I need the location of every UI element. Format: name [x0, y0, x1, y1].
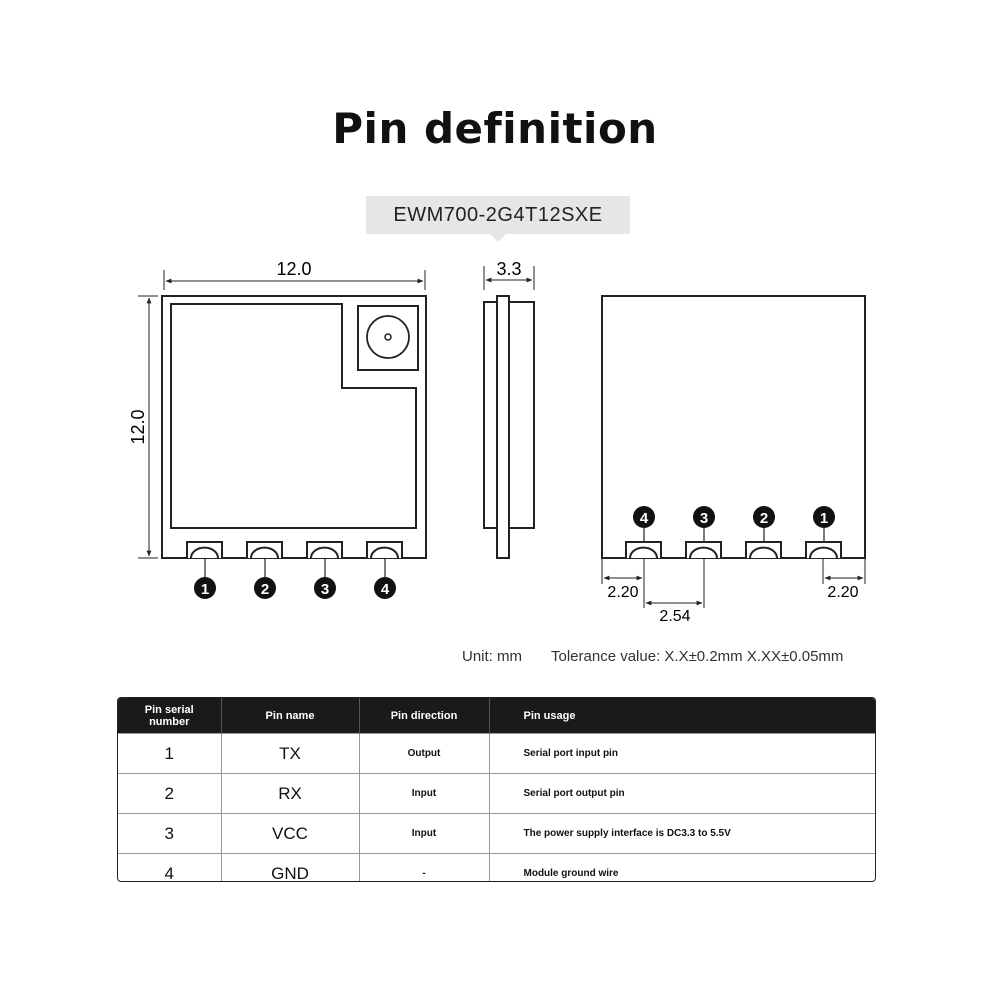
pin-marker: 4 [381, 581, 390, 598]
unit-note: Unit: mm [462, 648, 522, 665]
cell-pin-direction: Input [359, 773, 490, 814]
pin-markers-back: 4 3 2 1 [633, 506, 835, 542]
header-pin-name: Pin name [221, 698, 360, 734]
pin-marker: 2 [261, 581, 269, 598]
side-view: 3.3 [483, 259, 535, 559]
pin-marker: 3 [321, 581, 329, 598]
header-pin-direction: Pin direction [359, 698, 490, 734]
dim-edge-left: 2.20 [607, 584, 638, 601]
dim-side-thickness: 3.3 [496, 259, 521, 279]
cell-pin-number: 1 [118, 733, 222, 774]
cell-pin-usage: Serial port output pin [489, 773, 875, 814]
shield-can [170, 303, 417, 529]
cell-pin-number: 4 [118, 853, 222, 881]
page-title: Pin definition [332, 104, 658, 153]
cell-pin-name: TX [221, 733, 360, 774]
pin-marker: 3 [700, 510, 708, 527]
dim-edge-right: 2.20 [827, 584, 858, 601]
pin-marker: 2 [760, 510, 768, 527]
dim-top-height: 12.0 [128, 409, 148, 444]
antenna-pin-icon [384, 333, 392, 341]
cell-pin-usage: Serial port input pin [489, 733, 875, 774]
pin-marker: 4 [640, 510, 649, 527]
table-row: 4 GND - Module ground wire [118, 853, 875, 881]
dim-pitch: 2.54 [659, 608, 690, 625]
table-header: Pin serial number Pin name Pin direction… [118, 698, 875, 734]
pads-bottom-view [625, 541, 842, 559]
top-view: 12.0 12.0 1 2 3 4 [128, 259, 427, 599]
cell-pin-usage: The power supply interface is DC3.3 to 5… [489, 813, 875, 854]
mechanical-drawing: 12.0 12.0 1 2 3 4 3.3 [128, 259, 866, 625]
pads-top-view [186, 541, 403, 559]
cell-pin-direction: Input [359, 813, 490, 854]
side-pcb [496, 295, 510, 559]
cell-pin-usage: Module ground wire [489, 853, 875, 881]
header-pin-number: Pin serial number [118, 698, 222, 734]
table-row: 2 RX Input Serial port output pin [118, 773, 875, 814]
cell-pin-number: 2 [118, 773, 222, 814]
cell-pin-name: RX [221, 773, 360, 814]
bottom-view: 4 3 2 1 2.20 2.20 2.54 [601, 295, 866, 625]
pin-marker: 1 [201, 581, 209, 598]
dim-top-width: 12.0 [276, 259, 311, 279]
tolerance-note: Tolerance value: X.X±0.2mm X.XX±0.05mm [551, 648, 844, 665]
header-pin-number-text: Pin serial number [144, 703, 194, 728]
model-label: EWM700-2G4T12SXE [366, 196, 630, 242]
cell-pin-number: 3 [118, 813, 222, 854]
cell-pin-direction: Output [359, 733, 490, 774]
pin-table: Pin serial number Pin name Pin direction… [117, 697, 876, 882]
cell-pin-name: VCC [221, 813, 360, 854]
antenna-connector-icon [366, 315, 410, 359]
model-name: EWM700-2G4T12SXE [393, 204, 603, 226]
model-label-pointer [490, 234, 506, 242]
table-row: 1 TX Output Serial port input pin [118, 733, 875, 774]
cell-pin-direction: - [359, 853, 490, 881]
cell-pin-name: GND [221, 853, 360, 881]
table-row: 3 VCC Input The power supply interface i… [118, 813, 875, 854]
pin-marker: 1 [820, 510, 828, 527]
pin-markers-front: 1 2 3 4 [194, 558, 396, 599]
header-pin-usage: Pin usage [489, 698, 875, 734]
